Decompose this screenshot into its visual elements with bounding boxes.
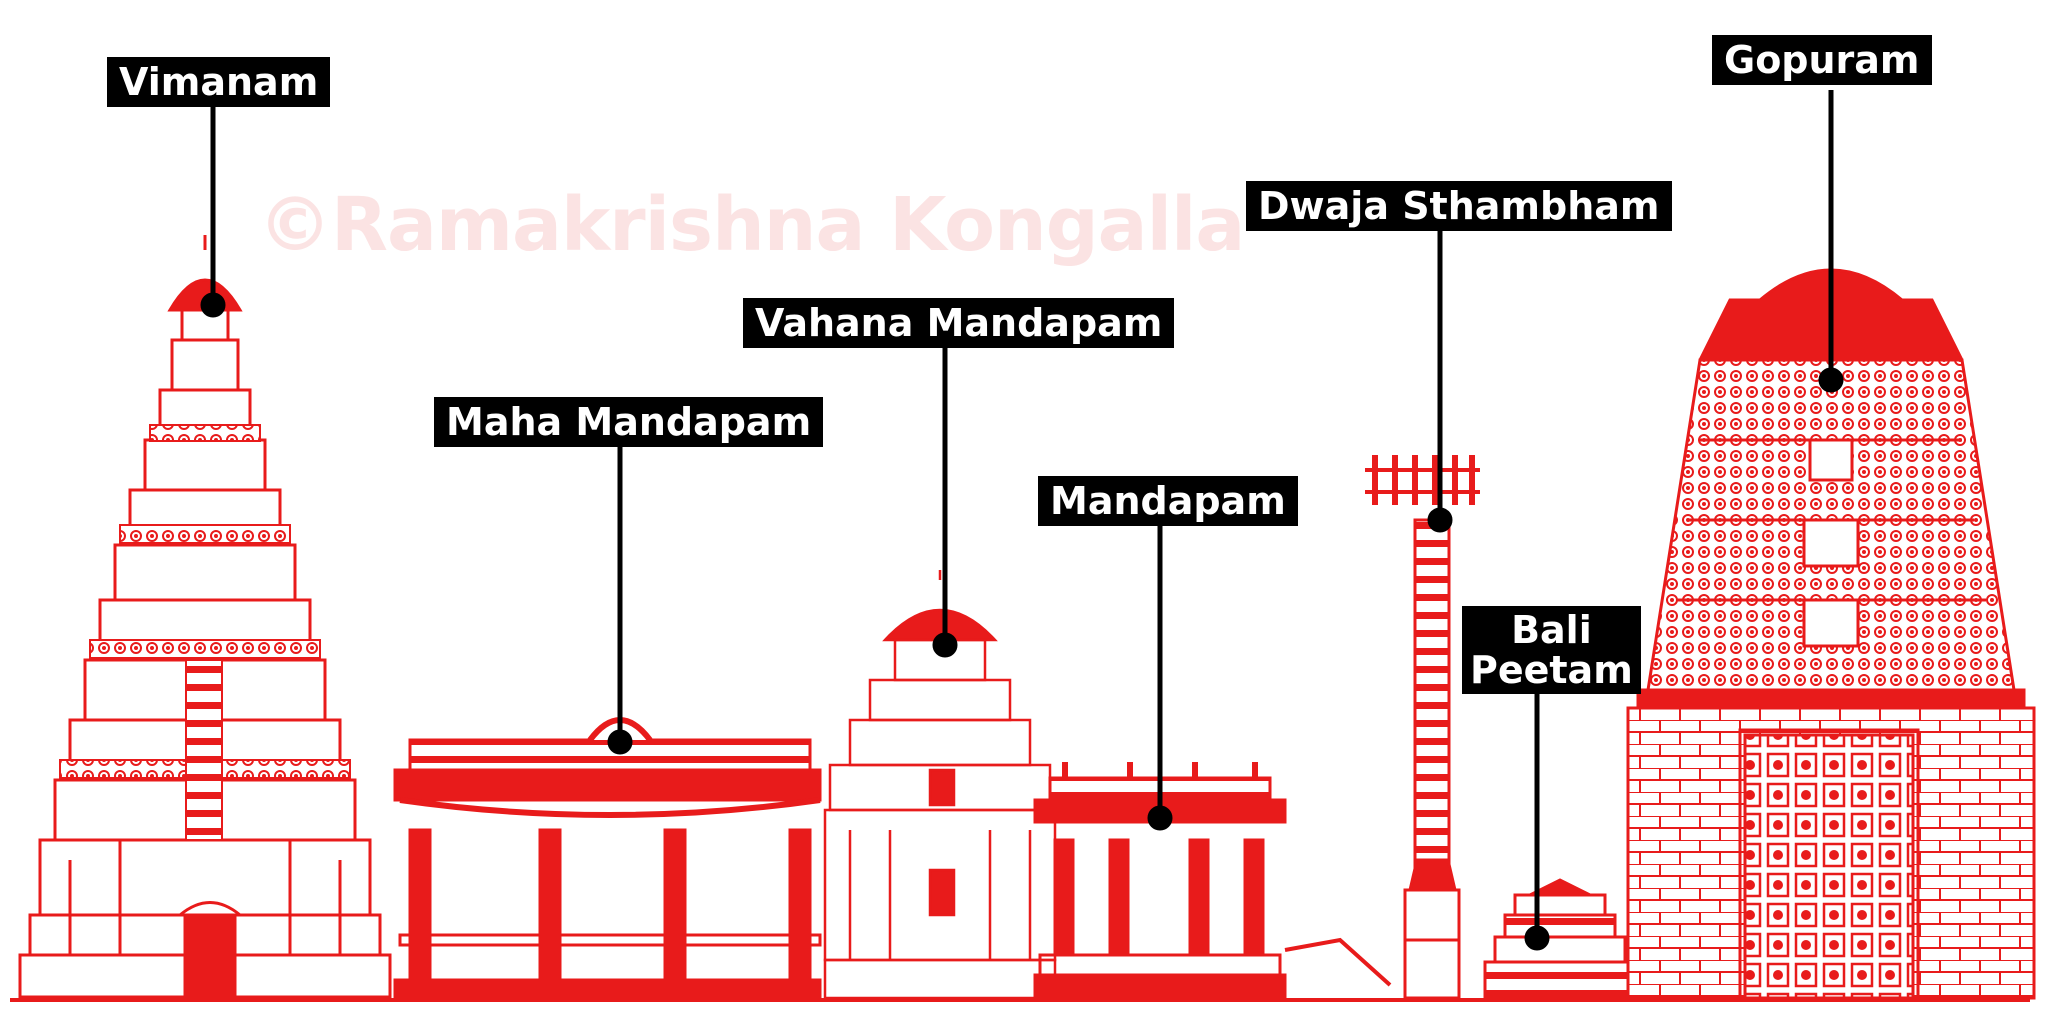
label-bali-peetam-line1: Bali [1511,608,1592,652]
label-dwaja-sthambham: Dwaja Sthambham [1246,181,1672,231]
label-bali-peetam-line2: Peetam [1470,648,1633,692]
maha-mandapam-drawing [393,717,822,1000]
bali-peetam-drawing [1483,878,1637,1000]
watermark: ©Ramakrishna Kongalla [258,182,1245,268]
label-vahana-mandapam: Vahana Mandapam [743,298,1175,348]
dwaja-sthambham-drawing [1365,455,1480,1000]
leader-lines [200,90,1844,951]
label-bali-peetam: Bali Peetam [1462,606,1641,694]
gopuram-drawing [1626,268,2036,1000]
label-mandapam: Mandapam [1038,476,1298,526]
vimanam-ornaments [59,424,351,841]
label-gopuram: Gopuram [1712,35,1932,85]
vimanam-drawing [18,235,392,999]
label-vimanam: Vimanam [107,57,331,107]
label-maha-mandapam: Maha Mandapam [434,397,824,447]
mandapam-drawing [1033,762,1392,1000]
